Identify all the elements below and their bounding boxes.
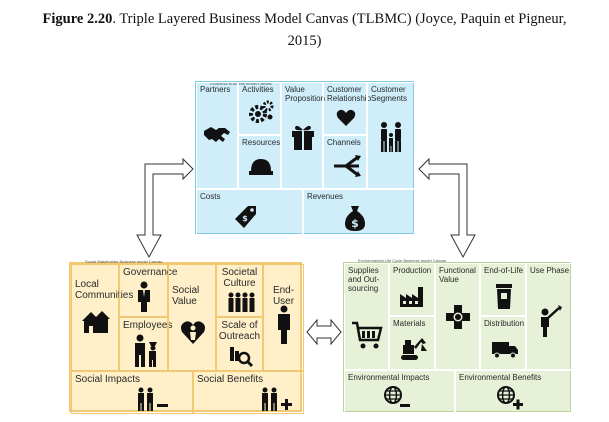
partners-label: Partners [200,85,231,94]
end-user-block: End-User [263,264,304,371]
environmental-benefits-label: Environmental Benefits [459,373,542,382]
arrow-social-environmental [306,318,342,346]
customer-relationship-block: Customer Relationship [323,82,371,135]
money-bag-icon: $ [344,204,366,232]
economic-canvas: Economic Business model Canvas Partners … [195,81,415,235]
figure-caption: Figure 2.20. Triple Layered Business Mod… [0,8,609,52]
arrow-economic-to-social [136,157,194,259]
workers-icon [131,334,159,368]
heart-icon [336,109,356,127]
resources-label: Resources [242,138,281,147]
figure-number: Figure 2.20 [42,11,113,27]
handshake-icon [203,123,231,147]
environmental-canvas-label: Environmental Life Cycle Business model … [358,258,447,263]
houses-icon [81,307,111,335]
economic-canvas-label: Economic Business model Canvas [210,81,272,86]
svg-text:$: $ [242,214,248,223]
channels-label: Channels [327,138,361,147]
value-proposition-block: Value Proposition [281,82,326,189]
truck-icon [491,339,519,359]
partners-block: Partners [196,82,238,189]
revenues-block: Revenues $ [303,189,415,235]
environmental-impacts-label: Environmental Impacts [348,373,430,382]
magnifier-chart-icon [229,345,253,369]
distribution-label: Distribution [484,319,525,328]
cart-icon [351,320,383,350]
social-canvas: Social Stakeholder Business model Canvas… [69,259,304,414]
scale-of-outreach-block: Scale of Outreach [216,317,263,371]
activities-label: Activities [242,85,274,94]
production-block: Production [389,263,435,316]
figure-title-line2: 2015) [287,33,322,49]
scale-of-outreach-label: Scale of Outreach [218,320,261,342]
social-value-block: Social Value [168,264,216,371]
value-proposition-label: Value Proposition [285,85,326,103]
person-spray-icon [539,304,563,338]
channels-icon [332,154,362,178]
revenues-label: Revenues [307,192,344,201]
supplies-label: Supplies and Out-sourcing [348,266,380,293]
social-canvas-label: Social Stakeholder Business model Canvas [85,259,163,264]
employees-block: Employees [119,317,172,371]
environmental-impacts-block: Environmental Impacts [344,370,455,413]
supplies-block: Supplies and Out-sourcing [344,263,389,370]
resources-block: Resources [238,135,281,189]
svg-text:$: $ [351,217,359,230]
cross-icon [445,304,471,330]
hard-hat-icon [248,156,274,178]
distribution-block: Distribution [480,316,526,370]
environmental-canvas: Environmental Life Cycle Business model … [343,258,572,413]
customer-segments-block: Customer Segments [367,82,415,189]
societal-culture-block: Societal Culture [216,264,263,317]
gears-icon [249,99,275,125]
use-phase-label: Use Phase [530,266,570,275]
person-icon [276,305,292,345]
local-communities-label: Local Communities [75,279,134,301]
materials-block: Materials [389,316,435,370]
governance-block: Governance [119,264,177,317]
people-plus-icon [260,387,294,411]
end-user-label: End-User [272,285,295,307]
globe-plus-icon [496,385,526,411]
end-of-life-label: End-of-Life [484,266,524,275]
employees-label: Employees [123,320,173,331]
local-communities-block: Local Communities [71,264,133,371]
recycle-bin-icon [495,282,513,310]
price-tag-icon: $ [234,204,258,230]
customer-relationship-label: Customer Relationship [327,85,372,103]
costs-label: Costs [200,192,221,201]
environmental-benefits-block: Environmental Benefits [455,370,572,413]
family-icon [378,121,406,153]
social-benefits-block: Social Benefits [193,371,304,414]
figure-title: . Triple Layered Business Model Canvas (… [112,11,567,27]
globe-minus-icon [383,385,413,409]
use-phase-block: Use Phase [526,263,572,370]
activities-block: Activities [238,82,281,135]
end-of-life-block: End-of-Life [480,263,526,316]
production-label: Production [393,266,432,275]
arrow-economic-to-environmental [418,157,476,259]
societal-culture-label: Societal Culture [221,267,258,289]
costs-block: Costs $ [196,189,303,235]
social-value-label: Social Value [172,285,200,307]
gift-icon [290,123,316,151]
people-minus-icon [136,387,170,411]
governance-label: Governance [123,267,178,278]
factory-icon [399,286,427,308]
materials-label: Materials [393,319,426,328]
person-suit-icon [136,281,152,313]
excavator-icon [400,335,428,361]
social-impacts-label: Social Impacts [75,374,141,385]
crowd-icon [226,291,256,313]
functional-value-label: Functional Value [439,266,476,284]
social-impacts-block: Social Impacts [71,371,193,414]
customer-segments-label: Customer Segments [371,85,408,103]
heart-person-icon [180,319,206,345]
functional-value-block: Functional Value [435,263,480,370]
channels-block: Channels [323,135,367,189]
social-benefits-label: Social Benefits [197,374,264,385]
